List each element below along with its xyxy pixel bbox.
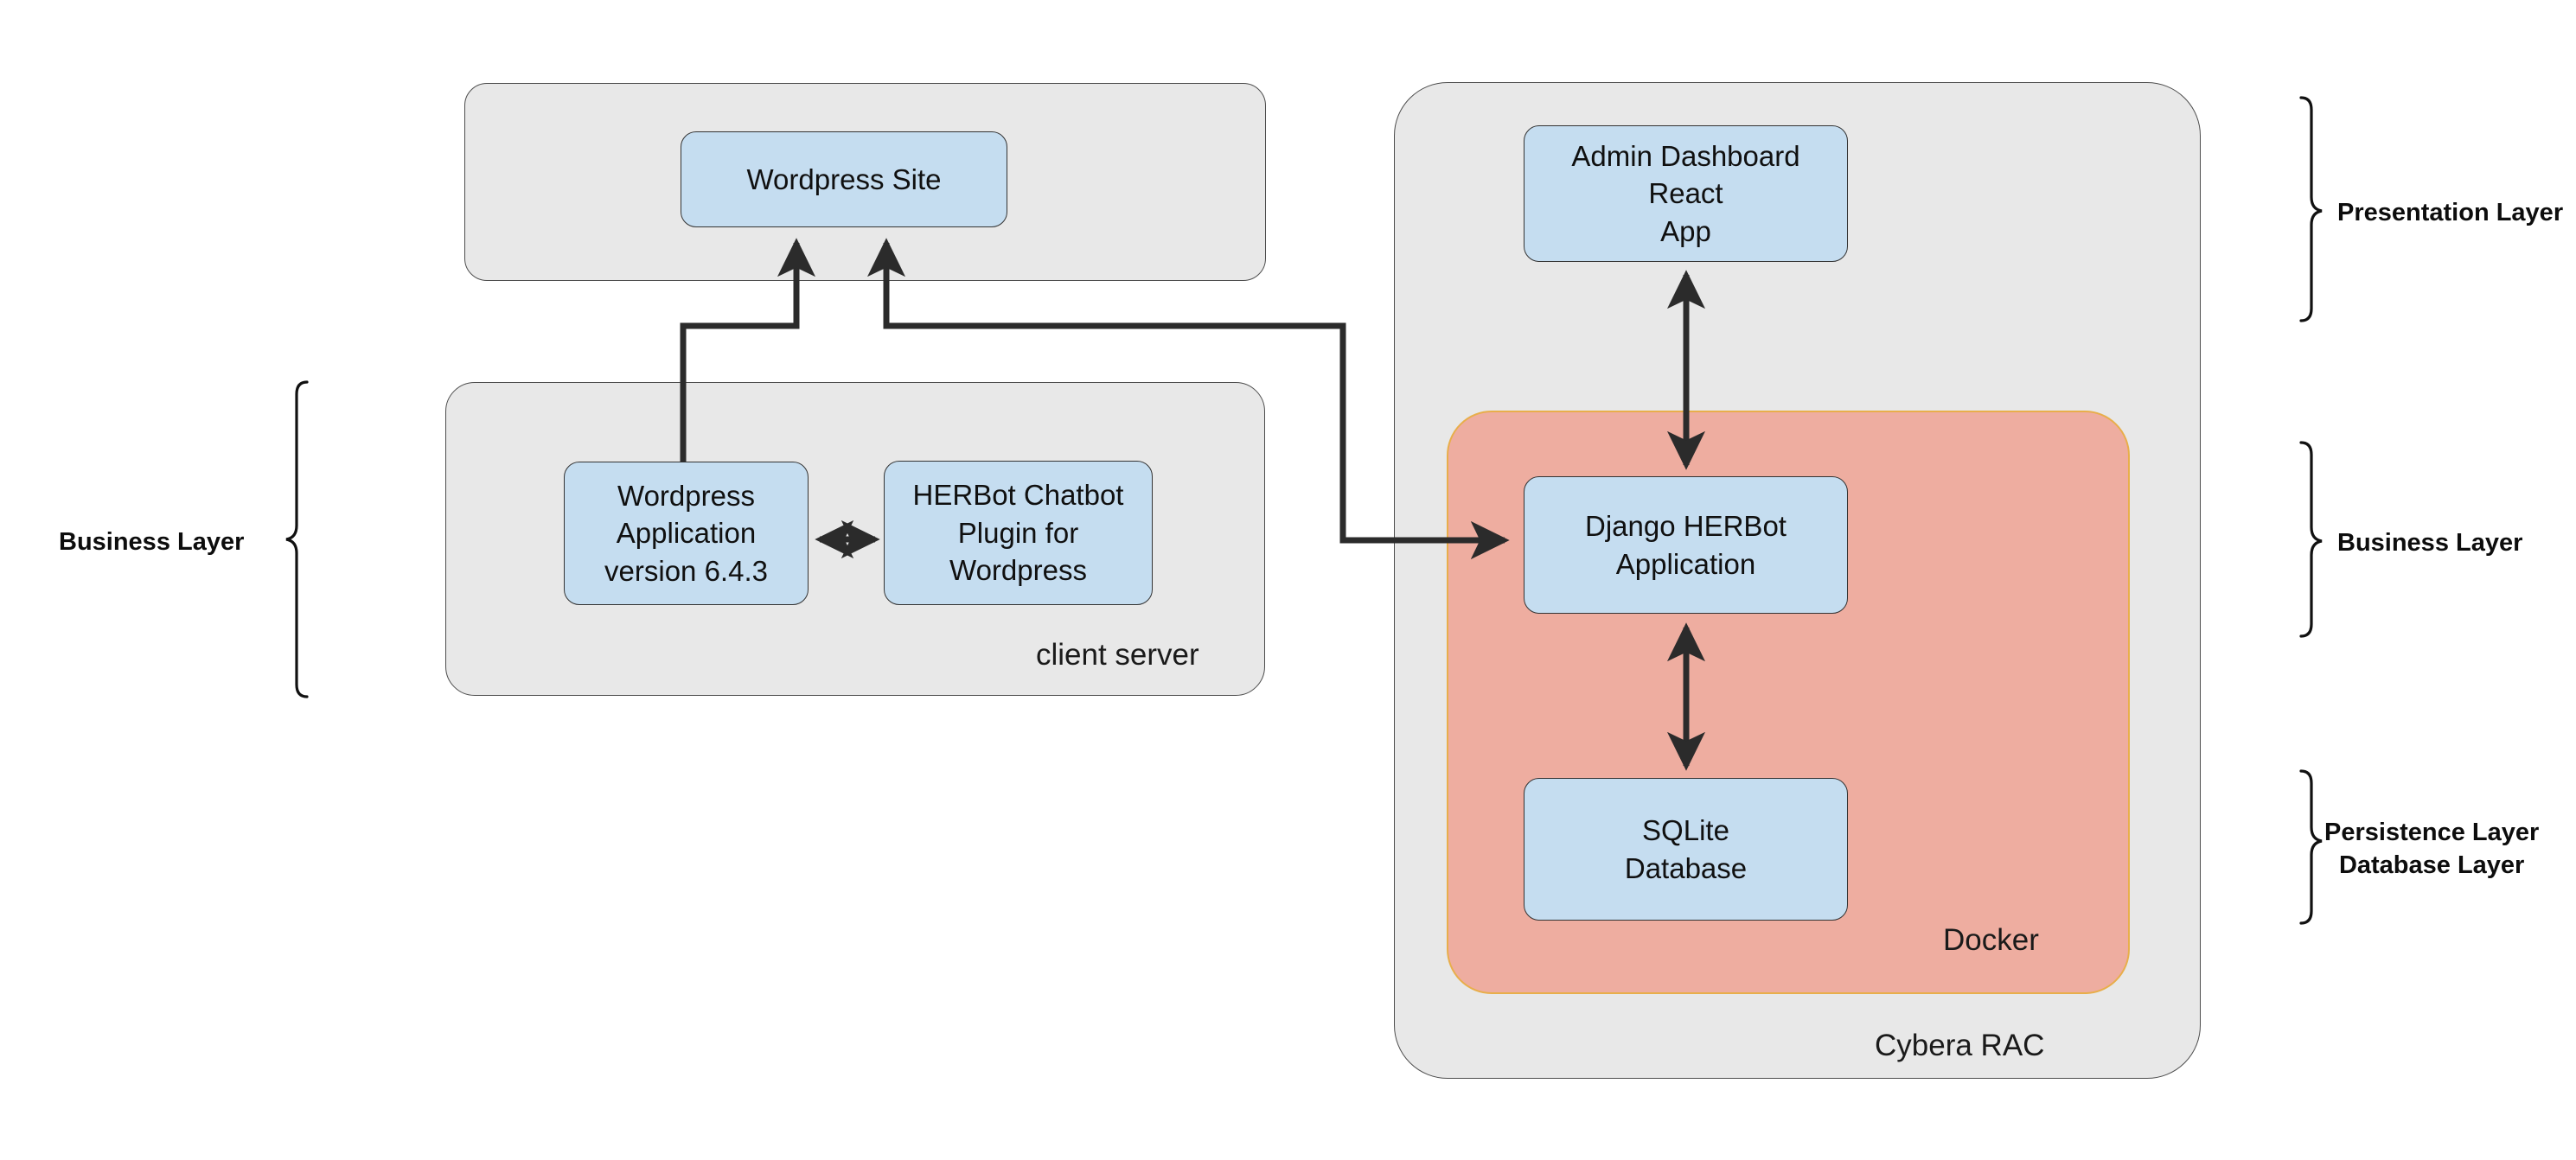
node-django-herbot-line2: Application [1615, 547, 1756, 580]
layer-label-presentation: Presentation Layer [2337, 199, 2564, 226]
node-herbot-plugin-line2: Plugin for Wordpress [949, 516, 1087, 587]
layer-label-persistence: Persistence Layer Database Layer [2324, 816, 2539, 883]
node-django-herbot-line1: Django HERBot [1585, 509, 1787, 542]
bracket-right-presentation-layer [2299, 96, 2323, 322]
node-sqlite-database[interactable]: SQLite Database [1524, 778, 1848, 921]
node-django-herbot[interactable]: Django HERBot Application [1524, 476, 1848, 614]
node-wordpress-site-label: Wordpress Site [746, 163, 942, 195]
bracket-left-business-layer [285, 380, 309, 698]
layer-label-persistence-line1: Persistence Layer [2324, 819, 2540, 846]
layer-label-left-business: Business Layer [59, 528, 245, 556]
node-sqlite-database-line1: SQLite [1642, 813, 1729, 846]
layer-label-persistence-line2: Database Layer [2338, 851, 2525, 880]
client-server-label: client server [1036, 638, 1199, 672]
docker-label: Docker [1943, 923, 2039, 957]
node-wordpress-application-line1: Wordpress [617, 479, 755, 512]
bracket-right-business-layer [2299, 441, 2323, 638]
bracket-right-persistence-layer [2299, 769, 2323, 925]
node-admin-dashboard[interactable]: Admin Dashboard React App [1524, 125, 1848, 262]
node-sqlite-database-line2: Database [1624, 851, 1748, 884]
node-wordpress-application-line2: Application [616, 517, 757, 550]
cybera-rac-label: Cybera RAC [1875, 1029, 2045, 1062]
node-wordpress-application-line3: version 6.4.3 [604, 554, 768, 587]
node-admin-dashboard-line2: App [1660, 214, 1711, 247]
node-wordpress-application[interactable]: Wordpress Application version 6.4.3 [564, 462, 809, 605]
node-herbot-plugin[interactable]: HERBot Chatbot Plugin for Wordpress [884, 461, 1153, 605]
node-admin-dashboard-line1: Admin Dashboard React [1571, 139, 1800, 210]
node-wordpress-site[interactable]: Wordpress Site [681, 131, 1007, 227]
layer-label-business: Business Layer [2337, 529, 2523, 557]
node-herbot-plugin-line1: HERBot Chatbot [912, 479, 1124, 512]
